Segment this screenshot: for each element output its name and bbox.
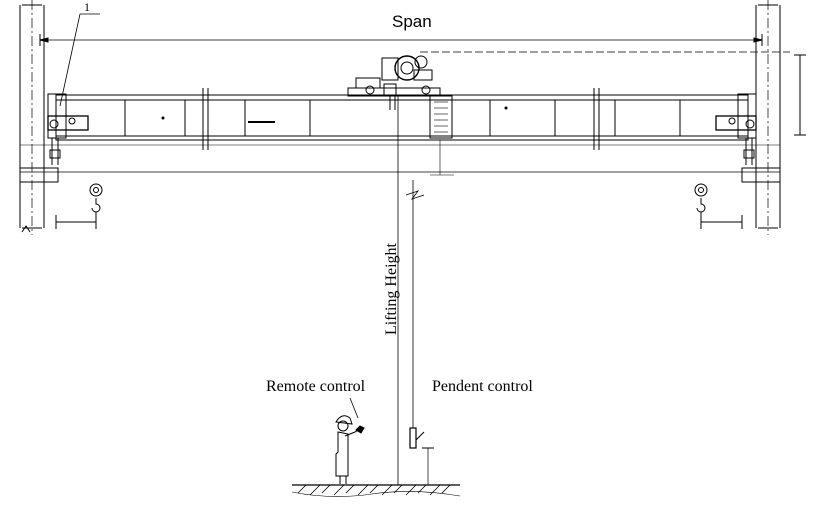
left-column (19, 0, 59, 235)
lifting-height-label: Lifting Height (383, 243, 400, 335)
end-carriage-right (715, 93, 757, 165)
ground-hatch (291, 484, 461, 497)
remote-control-label: Remote control (266, 378, 366, 395)
hook-left (55, 183, 103, 229)
pendent-control-label: Pendent control (432, 378, 533, 395)
span-label: Span (392, 12, 432, 31)
span-dimension (39, 34, 790, 53)
pendent-box (409, 427, 434, 485)
end-carriage-left (47, 93, 89, 165)
hook-right (694, 183, 743, 229)
callout-number: 1 (84, 0, 90, 14)
main-girder (55, 88, 749, 150)
hoist-trolley (347, 55, 441, 110)
right-column (741, 0, 806, 235)
operator-figure (335, 397, 365, 484)
hook-cable (397, 96, 454, 485)
callout-leader (59, 13, 100, 107)
